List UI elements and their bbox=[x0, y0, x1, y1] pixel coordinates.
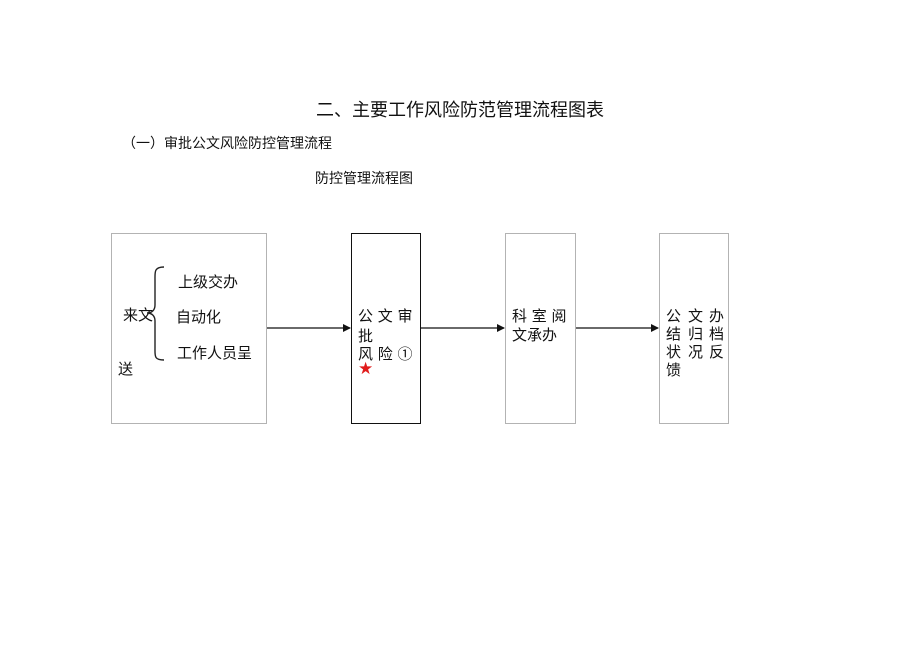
incoming-lead-1: 来文 bbox=[123, 306, 154, 324]
incoming-source-1: 上级交办 bbox=[178, 273, 239, 291]
chart-title: 防控管理流程图 bbox=[315, 171, 413, 187]
risk-star-icon: ★ bbox=[358, 359, 374, 379]
brace-icon bbox=[146, 266, 165, 361]
archive-left-4: 馈 bbox=[666, 361, 682, 379]
approval-line-1: 公 文 审 bbox=[358, 307, 413, 325]
approval-line-3: 风 险 ① bbox=[358, 345, 413, 363]
department-line-1: 科 室 阅 bbox=[512, 307, 567, 325]
incoming-source-2: 自动化 bbox=[176, 308, 222, 326]
incoming-lead-2: 送 bbox=[118, 360, 134, 378]
incoming-source-3: 工作人员呈 bbox=[177, 344, 253, 362]
department-line-2: 文承办 bbox=[512, 326, 558, 344]
section-title: （一）审批公文风险防控管理流程 bbox=[122, 136, 332, 152]
archive-left-3: 状 bbox=[666, 343, 682, 361]
archive-right-2: 档 bbox=[709, 325, 725, 343]
flow-box-archive bbox=[659, 233, 729, 424]
approval-line-2: 批 bbox=[358, 327, 374, 345]
archive-left-1: 公 bbox=[666, 307, 682, 325]
archive-right-1: 办 bbox=[709, 307, 725, 325]
flow-box-department bbox=[505, 233, 576, 424]
page-title: 二、主要工作风险防范管理流程图表 bbox=[316, 100, 604, 121]
flow-box-incoming bbox=[111, 233, 267, 424]
archive-mid-3: 况 bbox=[688, 343, 704, 361]
archive-right-3: 反 bbox=[709, 343, 725, 361]
archive-mid-1: 文 bbox=[688, 307, 704, 325]
archive-left-2: 结 bbox=[666, 325, 682, 343]
flow-box-approval bbox=[351, 233, 421, 424]
archive-mid-2: 归 bbox=[688, 325, 704, 343]
